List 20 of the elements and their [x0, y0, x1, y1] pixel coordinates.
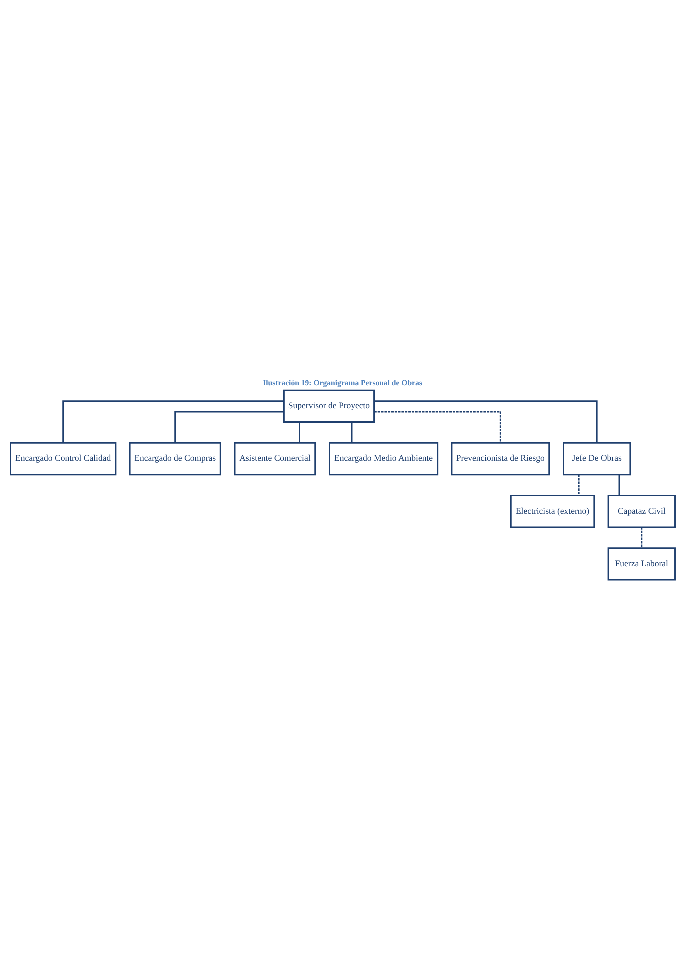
node-box: Encargado de Compras: [129, 442, 222, 476]
connector: [174, 410, 284, 443]
node-box: Asistente Comercial: [234, 442, 316, 476]
node-box: Supervisor de Proyecto: [283, 389, 376, 422]
connector: [374, 410, 502, 443]
node-box: Fuerza Laboral: [608, 547, 676, 580]
node-box: Encargado Control Calidad: [10, 442, 117, 476]
connector: [62, 400, 284, 443]
diagram-title: Ilustración 19: Organigrama Personal de Obras: [263, 378, 422, 388]
connector: [374, 400, 598, 443]
connector: [351, 422, 353, 443]
node-box: Jefe De Obras: [563, 442, 632, 476]
node-box: Prevencionista de Riesgo: [451, 442, 550, 476]
node-box: Encargado Medio Ambiente: [329, 442, 439, 476]
node-box: Electricista (externo): [510, 494, 596, 528]
connector: [578, 474, 580, 496]
connector: [641, 527, 643, 548]
connector: [618, 474, 620, 496]
connector: [299, 422, 300, 443]
node-box: Capataz Civil: [608, 494, 676, 528]
